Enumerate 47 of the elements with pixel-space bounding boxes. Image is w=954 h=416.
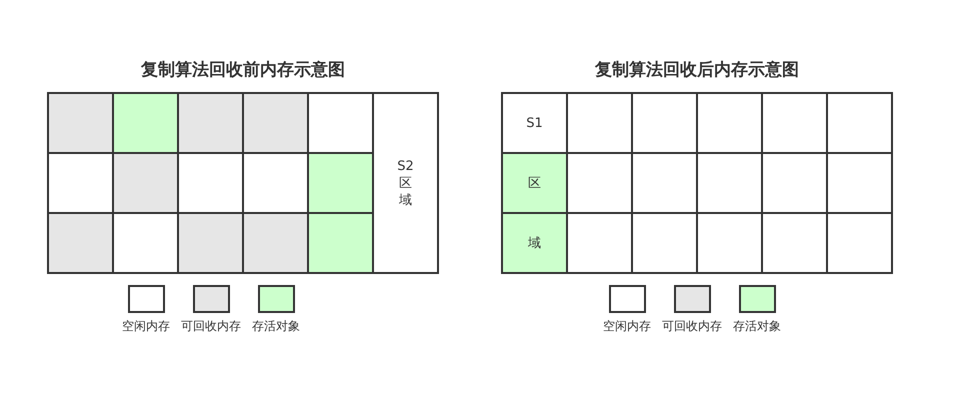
memory-block bbox=[632, 93, 697, 153]
region-label: 域 bbox=[528, 234, 541, 252]
legend-label: 存活对象 bbox=[252, 318, 300, 335]
memory-block bbox=[48, 213, 113, 273]
memory-block bbox=[308, 213, 373, 273]
memory-block bbox=[567, 213, 632, 273]
memory-block bbox=[113, 153, 178, 213]
memory-block bbox=[178, 93, 243, 153]
memory-block bbox=[308, 153, 373, 213]
region-label: S2 bbox=[397, 158, 414, 174]
section-label: 复制算法回收后内存示意图 bbox=[595, 59, 799, 81]
memory-block bbox=[178, 213, 243, 273]
memory-block bbox=[827, 93, 892, 153]
memory-block bbox=[632, 213, 697, 273]
memory-block bbox=[567, 153, 632, 213]
memory-block bbox=[48, 93, 113, 153]
legend-label: 存活对象 bbox=[733, 318, 781, 335]
legend-label: 可回收内存 bbox=[662, 318, 722, 335]
memory-block bbox=[178, 153, 243, 213]
memory-block bbox=[308, 93, 373, 153]
memory-block bbox=[762, 93, 827, 153]
memory-block bbox=[697, 213, 762, 273]
memory-region bbox=[502, 93, 567, 153]
memory-block bbox=[697, 93, 762, 153]
region-label: 区域 bbox=[399, 174, 412, 208]
memory-block bbox=[762, 213, 827, 273]
memory-block bbox=[113, 93, 178, 153]
memory-block bbox=[243, 93, 308, 153]
memory-block bbox=[697, 153, 762, 213]
legend-label: 空闲内存 bbox=[122, 318, 170, 335]
section-label: 复制算法回收前内存示意图 bbox=[141, 59, 345, 81]
region-label: S1 bbox=[526, 114, 543, 132]
memory-block bbox=[567, 93, 632, 153]
region-label: 区 bbox=[528, 174, 541, 192]
memory-block bbox=[243, 153, 308, 213]
memory-region bbox=[502, 153, 567, 213]
memory-region bbox=[502, 213, 567, 273]
memory-region bbox=[373, 93, 438, 273]
legend-label: 可回收内存 bbox=[181, 318, 241, 335]
memory-block bbox=[827, 213, 892, 273]
memory-block bbox=[827, 153, 892, 213]
legend-label: 空闲内存 bbox=[603, 318, 651, 335]
memory-block bbox=[632, 153, 697, 213]
memory-block bbox=[243, 213, 308, 273]
memory-block bbox=[48, 153, 113, 213]
memory-block bbox=[762, 153, 827, 213]
memory-block bbox=[113, 213, 178, 273]
